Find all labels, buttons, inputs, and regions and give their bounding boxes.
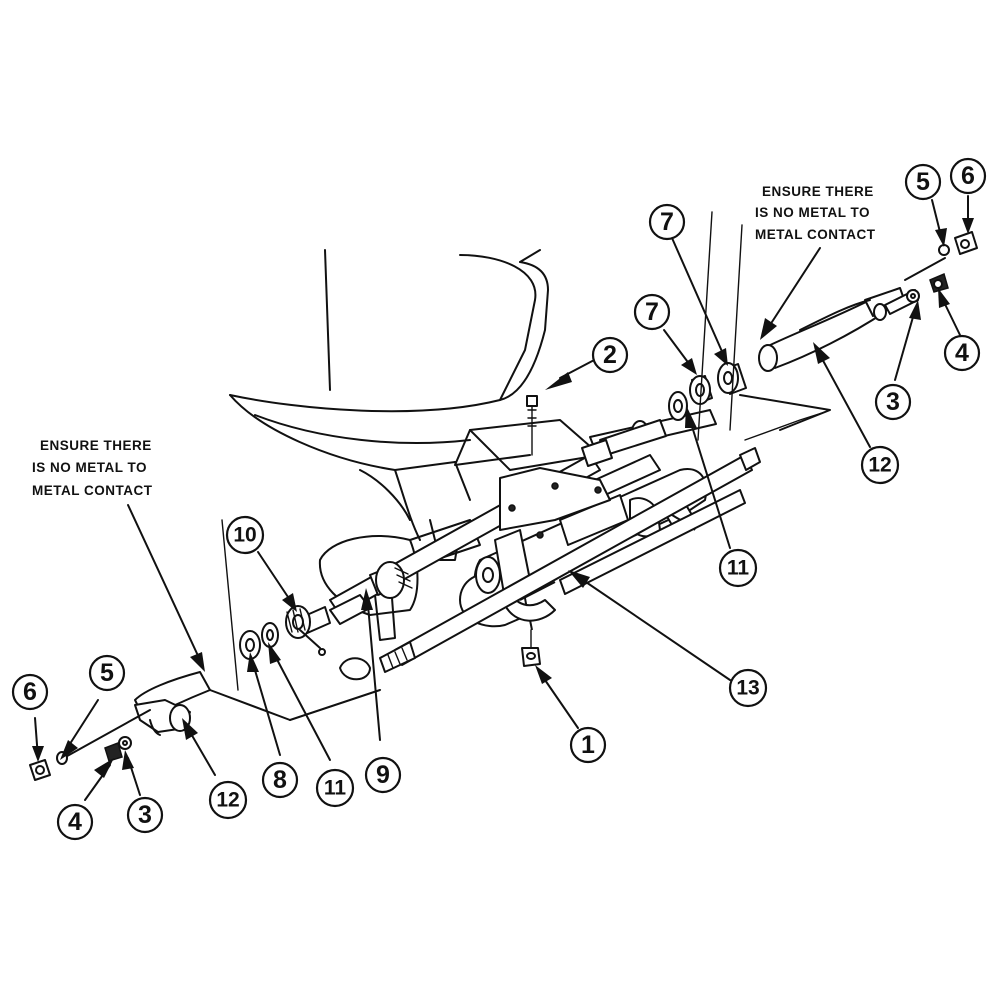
callout-6-right: 6: [949, 157, 987, 195]
callout-7-upper: 7: [648, 203, 686, 241]
svg-text:1: 1: [581, 731, 595, 759]
svg-text:11: 11: [727, 557, 750, 580]
callout-4-left: 4: [56, 803, 94, 841]
callout-7-lower: 7: [633, 293, 671, 331]
note-left: ENSURE THERE IS NO METAL TO METAL CONTAC…: [32, 438, 153, 498]
svg-text:5: 5: [916, 168, 930, 196]
svg-text:11: 11: [324, 777, 347, 800]
svg-text:2: 2: [603, 341, 617, 369]
svg-text:8: 8: [273, 766, 287, 794]
svg-text:9: 9: [376, 761, 390, 789]
grease-fitting: [339, 657, 371, 681]
callout-12-right: 12: [860, 445, 900, 485]
svg-text:6: 6: [23, 678, 37, 706]
svg-text:3: 3: [138, 801, 152, 829]
piston-rod: [379, 447, 761, 673]
outboard-motor-housing: [229, 249, 549, 541]
right-hardware: [581, 231, 978, 467]
svg-text:4: 4: [68, 808, 82, 836]
callout-11-left: 11: [315, 768, 355, 808]
left-hardware: [29, 594, 371, 781]
leader-lines: [32, 195, 974, 801]
mounting-bolt: [526, 395, 538, 456]
callout-13: 13: [728, 668, 768, 708]
note-right-line-3: METAL CONTACT: [755, 227, 876, 242]
callout-9: 9: [364, 756, 402, 794]
svg-text:7: 7: [660, 208, 674, 236]
callout-11-right: 11: [718, 548, 758, 588]
callout-8: 8: [261, 761, 299, 799]
callout-6-left: 6: [11, 673, 49, 711]
callout-1: 1: [569, 726, 607, 764]
svg-text:7: 7: [645, 298, 659, 326]
callout-12-left: 12: [208, 780, 248, 820]
note-right-line-1: ENSURE THERE: [762, 184, 874, 199]
note-left-line-2: IS NO METAL TO: [32, 460, 147, 475]
svg-text:10: 10: [233, 524, 256, 547]
note-left-line-1: ENSURE THERE: [40, 438, 152, 453]
note-right-line-2: IS NO METAL TO: [755, 205, 870, 220]
callout-5-right: 5: [904, 163, 942, 201]
svg-text:3: 3: [886, 388, 900, 416]
note-left-line-3: METAL CONTACT: [32, 483, 153, 498]
svg-text:12: 12: [868, 454, 891, 477]
svg-text:12: 12: [216, 789, 239, 812]
callout-3-left: 3: [126, 796, 164, 834]
callout-5-left: 5: [88, 654, 126, 692]
svg-text:6: 6: [961, 162, 975, 190]
nut-left-4: [104, 742, 123, 762]
callout-4-right: 4: [943, 334, 981, 372]
svg-text:4: 4: [955, 339, 969, 367]
callout-3-right: 3: [874, 383, 912, 421]
nylock-nut: [521, 629, 541, 667]
callout-2: 2: [591, 336, 629, 374]
note-right: ENSURE THERE IS NO METAL TO METAL CONTAC…: [755, 184, 876, 242]
callout-10: 10: [225, 515, 265, 555]
svg-text:13: 13: [736, 677, 759, 700]
svg-text:5: 5: [100, 659, 114, 687]
